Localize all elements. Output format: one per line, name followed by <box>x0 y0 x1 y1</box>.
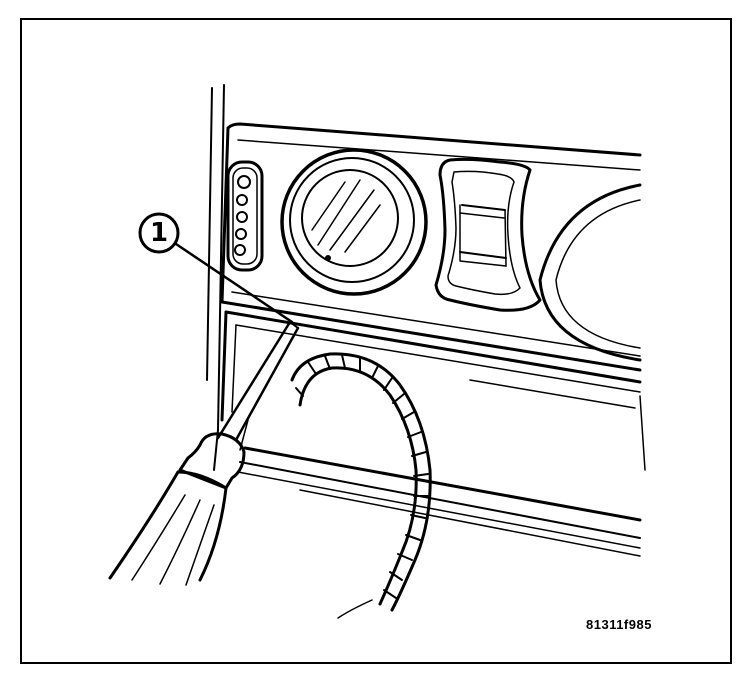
callout-number: 1 <box>149 218 169 248</box>
round-control-knob <box>280 148 428 296</box>
lower-opening-panel <box>220 310 646 557</box>
figure-border <box>20 18 732 664</box>
trim-stick-tool <box>108 320 300 586</box>
figure-id: 81311f985 <box>586 617 652 632</box>
dash-side-edge <box>206 84 225 471</box>
partial-right-gauge <box>538 183 642 362</box>
hourglass-control <box>434 157 542 312</box>
upper-bezel-panel <box>220 122 642 372</box>
wire-harness <box>290 352 432 619</box>
callout-1 <box>138 212 294 324</box>
switch-bank <box>226 160 264 272</box>
